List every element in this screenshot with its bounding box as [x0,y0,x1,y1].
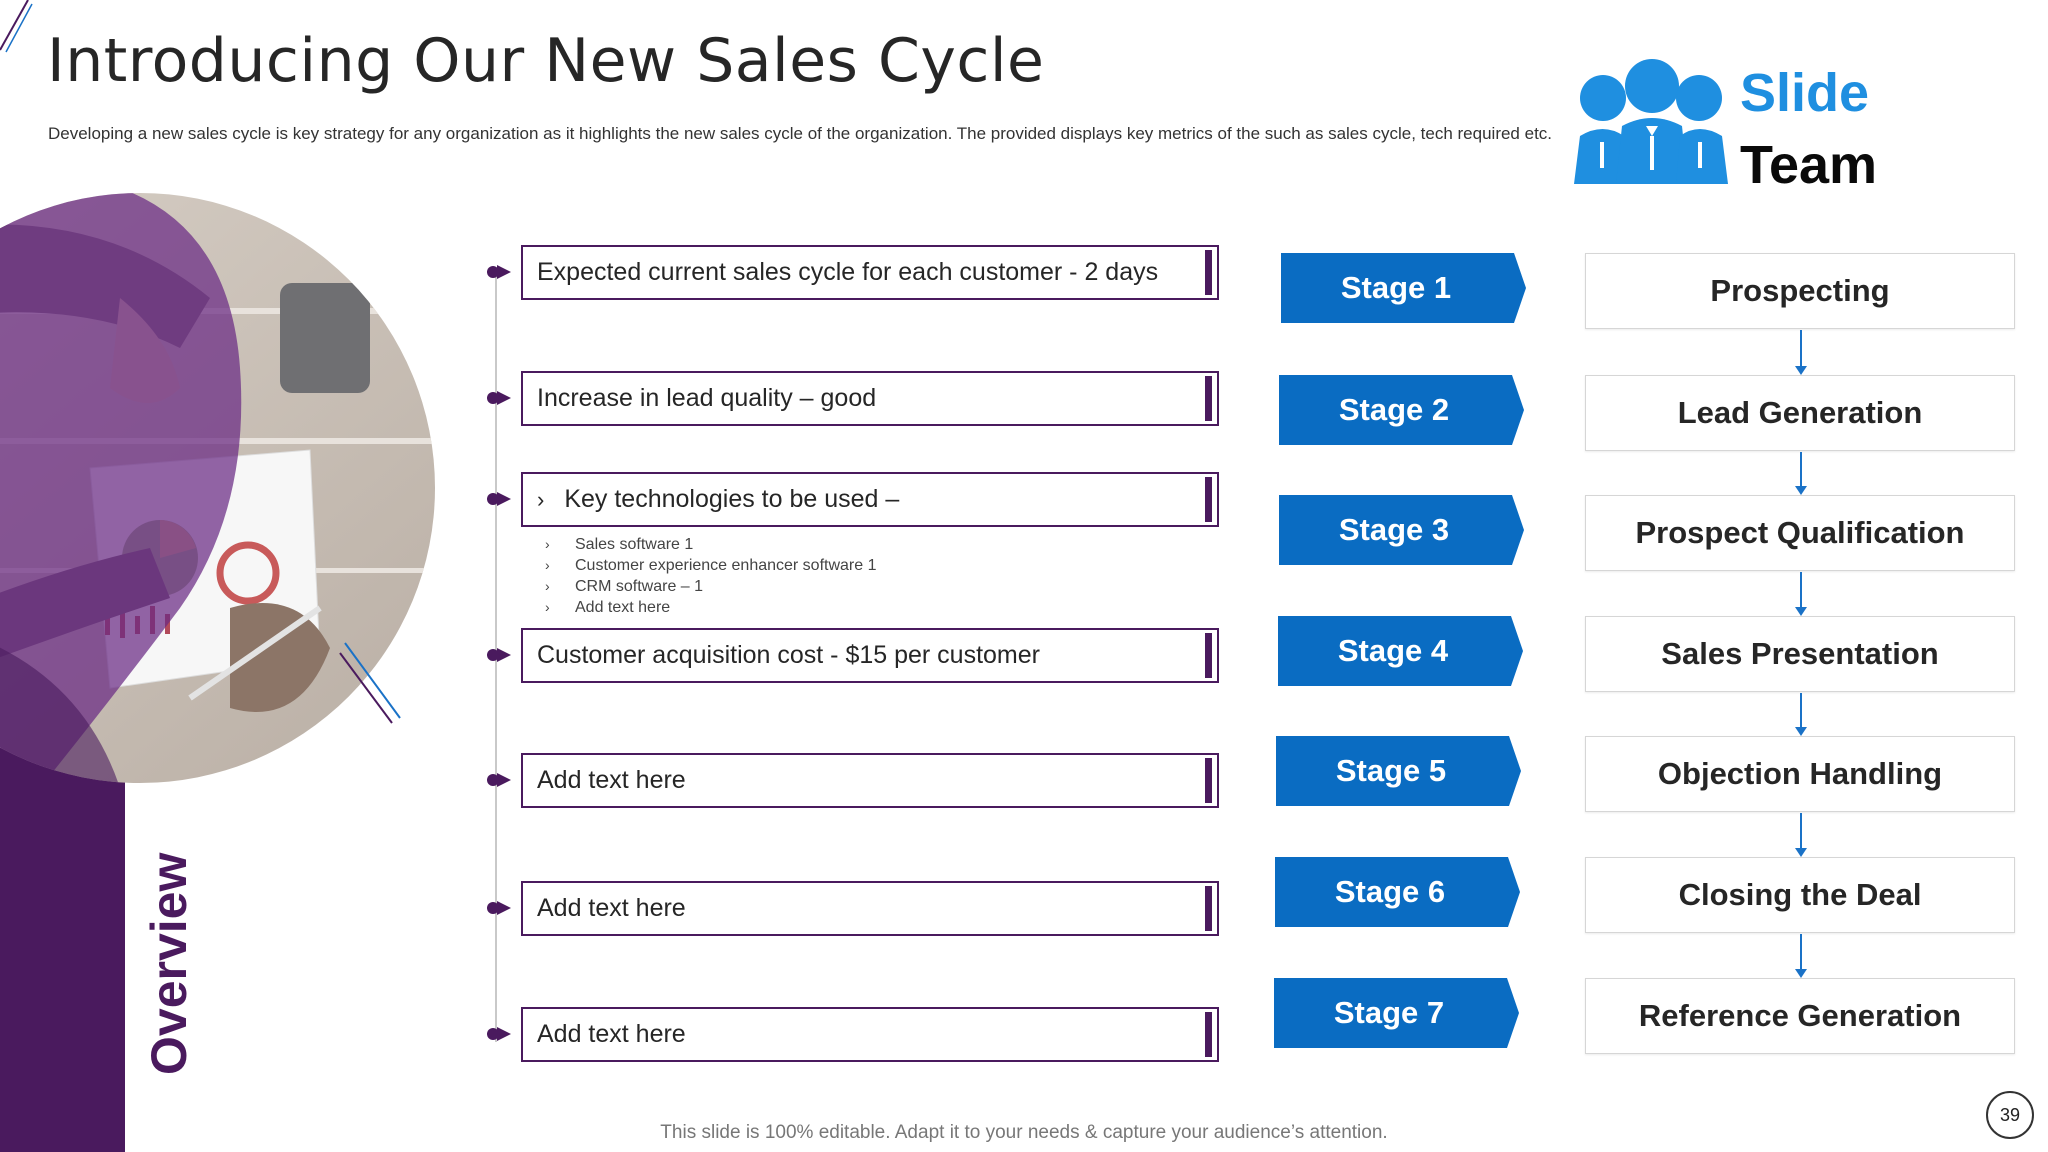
timeline-marker-icon [487,900,517,916]
metric-text: Add text here [537,894,686,922]
connector-line [1800,934,1802,971]
metric-box-key-technologies: › Key technologies to be used – [521,472,1219,527]
stage-tag: Stage 5 [1276,736,1521,806]
business-meeting-photo [0,193,435,783]
list-item: ›Sales software 1 [545,536,694,553]
arrow-down-icon [1795,607,1807,616]
stage-tag: Stage 2 [1279,375,1524,445]
process-step: Reference Generation [1585,978,2015,1054]
list-item: ›Add text here [545,599,671,616]
timeline-marker-icon [487,491,517,507]
process-step: Sales Presentation [1585,616,2015,692]
arrow-down-icon [1795,486,1807,495]
arrow-down-icon [1795,366,1807,375]
chevron-right-icon: › [545,599,550,615]
metric-text: Expected current sales cycle for each cu… [537,258,1159,286]
process-step: Closing the Deal [1585,857,2015,933]
slide-subtitle: Developing a new sales cycle is key stra… [48,124,1553,143]
metric-text: Increase in lead quality – good [537,384,877,412]
connector-line [1800,813,1802,850]
chevron-right-icon: › [545,557,550,573]
timeline-marker-icon [487,390,517,406]
slide-title: Introducing Our New Sales Cycle [47,26,1045,96]
technologies-list: ›Sales software 1 ›Customer experience e… [545,534,877,618]
connector-line [1800,693,1802,729]
chevron-right-icon: › [545,578,550,594]
stage-label: Stage 3 [1338,512,1450,547]
metric-box-placeholder: Add text here [521,1007,1219,1062]
metric-box-placeholder: Add text here [521,753,1219,808]
stage-tag: Stage 4 [1278,616,1523,686]
arrow-down-icon [1795,969,1807,978]
metric-text: Customer acquisition cost - $15 per cust… [537,641,1040,669]
stage-tag: Stage 1 [1281,253,1526,323]
logo-text-slide: Slide [1740,63,1870,123]
process-step: Lead Generation [1585,375,2015,451]
metric-box-placeholder: Add text here [521,881,1219,936]
corner-accent-line [0,0,33,53]
list-item: ›Customer experience enhancer software 1 [545,557,877,574]
chevron-right-icon: › [537,486,545,512]
process-step: Prospect Qualification [1585,495,2015,571]
overview-side-band [0,748,125,1152]
stage-tag: Stage 3 [1279,495,1524,565]
chevron-right-icon: › [545,536,550,552]
metric-box-lead-quality: Increase in lead quality – good [521,371,1219,426]
stage-label: Stage 2 [1338,392,1450,427]
metric-text: Key technologies to be used – [564,485,900,513]
stage-label: Stage 7 [1333,995,1445,1030]
stage-label: Stage 6 [1334,874,1446,909]
metric-text: Add text here [537,1020,686,1048]
timeline-marker-icon [487,264,517,280]
slideteam-logo-icon [1574,59,1728,184]
stage-label: Stage 4 [1337,633,1449,668]
slide-footer-note: This slide is 100% editable. Adapt it to… [660,1122,1388,1143]
stage-tag: Stage 7 [1274,978,1519,1048]
stage-tag: Stage 6 [1275,857,1520,927]
arrow-down-icon [1795,848,1807,857]
stage-label: Stage 5 [1335,753,1447,788]
logo-text-team: Team [1740,135,1878,195]
metric-box-sales-cycle: Expected current sales cycle for each cu… [521,245,1219,300]
page-number: 39 [1986,1091,2034,1139]
process-step: Objection Handling [1585,736,2015,812]
list-item: ›CRM software – 1 [545,578,704,595]
process-step: Prospecting [1585,253,2015,329]
arrow-down-icon [1795,727,1807,736]
timeline-marker-icon [487,772,517,788]
timeline-marker-icon [487,1026,517,1042]
timeline-marker-icon [487,647,517,663]
connector-line [1800,330,1802,368]
stage-label: Stage 1 [1340,270,1452,305]
metric-text: Add text here [537,766,686,794]
connector-line [1800,572,1802,609]
overview-side-label: Overview [141,852,197,1075]
connector-line [1800,452,1802,488]
metric-box-acquisition-cost: Customer acquisition cost - $15 per cust… [521,628,1219,683]
